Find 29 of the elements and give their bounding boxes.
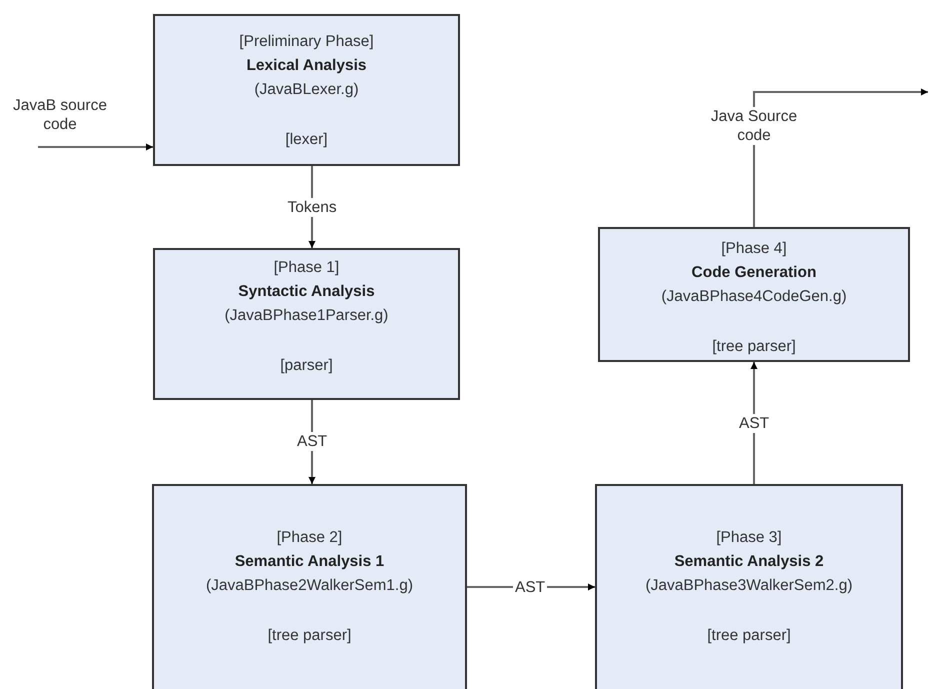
parser-type: [tree parser] <box>712 337 796 357</box>
arrow <box>38 144 153 150</box>
process-box <box>595 484 903 689</box>
process-box <box>153 14 460 166</box>
grammar-file: (JavaBPhase4CodeGen.g) <box>661 287 847 307</box>
phase-tag: [Preliminary Phase] <box>239 30 374 54</box>
phase-title: Syntactic Analysis <box>238 282 375 302</box>
grammar-file: (JavaBPhase1Parser.g) <box>224 306 388 326</box>
edge-label: AST <box>295 432 330 450</box>
process-box <box>598 227 910 362</box>
edge-label: AST <box>737 414 772 432</box>
edge-label: Tokens <box>286 198 339 216</box>
phase-tag: [Phase 4] <box>721 237 787 261</box>
parser-type: [parser] <box>280 356 333 376</box>
grammar-file: (JavaBLexer.g) <box>254 80 359 100</box>
phase-title: Semantic Analysis 1 <box>234 552 384 572</box>
parser-type: [tree parser] <box>268 626 352 646</box>
process-box <box>152 484 467 689</box>
parser-type: [tree parser] <box>707 626 791 646</box>
grammar-file: (JavaBPhase3WalkerSem2.g) <box>645 576 853 596</box>
phase-tag: [Phase 3] <box>716 526 782 550</box>
phase-tag: [Phase 2] <box>276 526 342 550</box>
phase-title: Semantic Analysis 2 <box>674 552 824 572</box>
process-box <box>153 248 460 400</box>
parser-type: [lexer] <box>285 130 328 150</box>
phase-title: Code Generation <box>692 263 816 283</box>
phase-tag: [Phase 1] <box>274 256 340 280</box>
grammar-file: (JavaBPhase2WalkerSem1.g) <box>206 576 414 596</box>
phase-title: Lexical Analysis <box>246 56 367 76</box>
